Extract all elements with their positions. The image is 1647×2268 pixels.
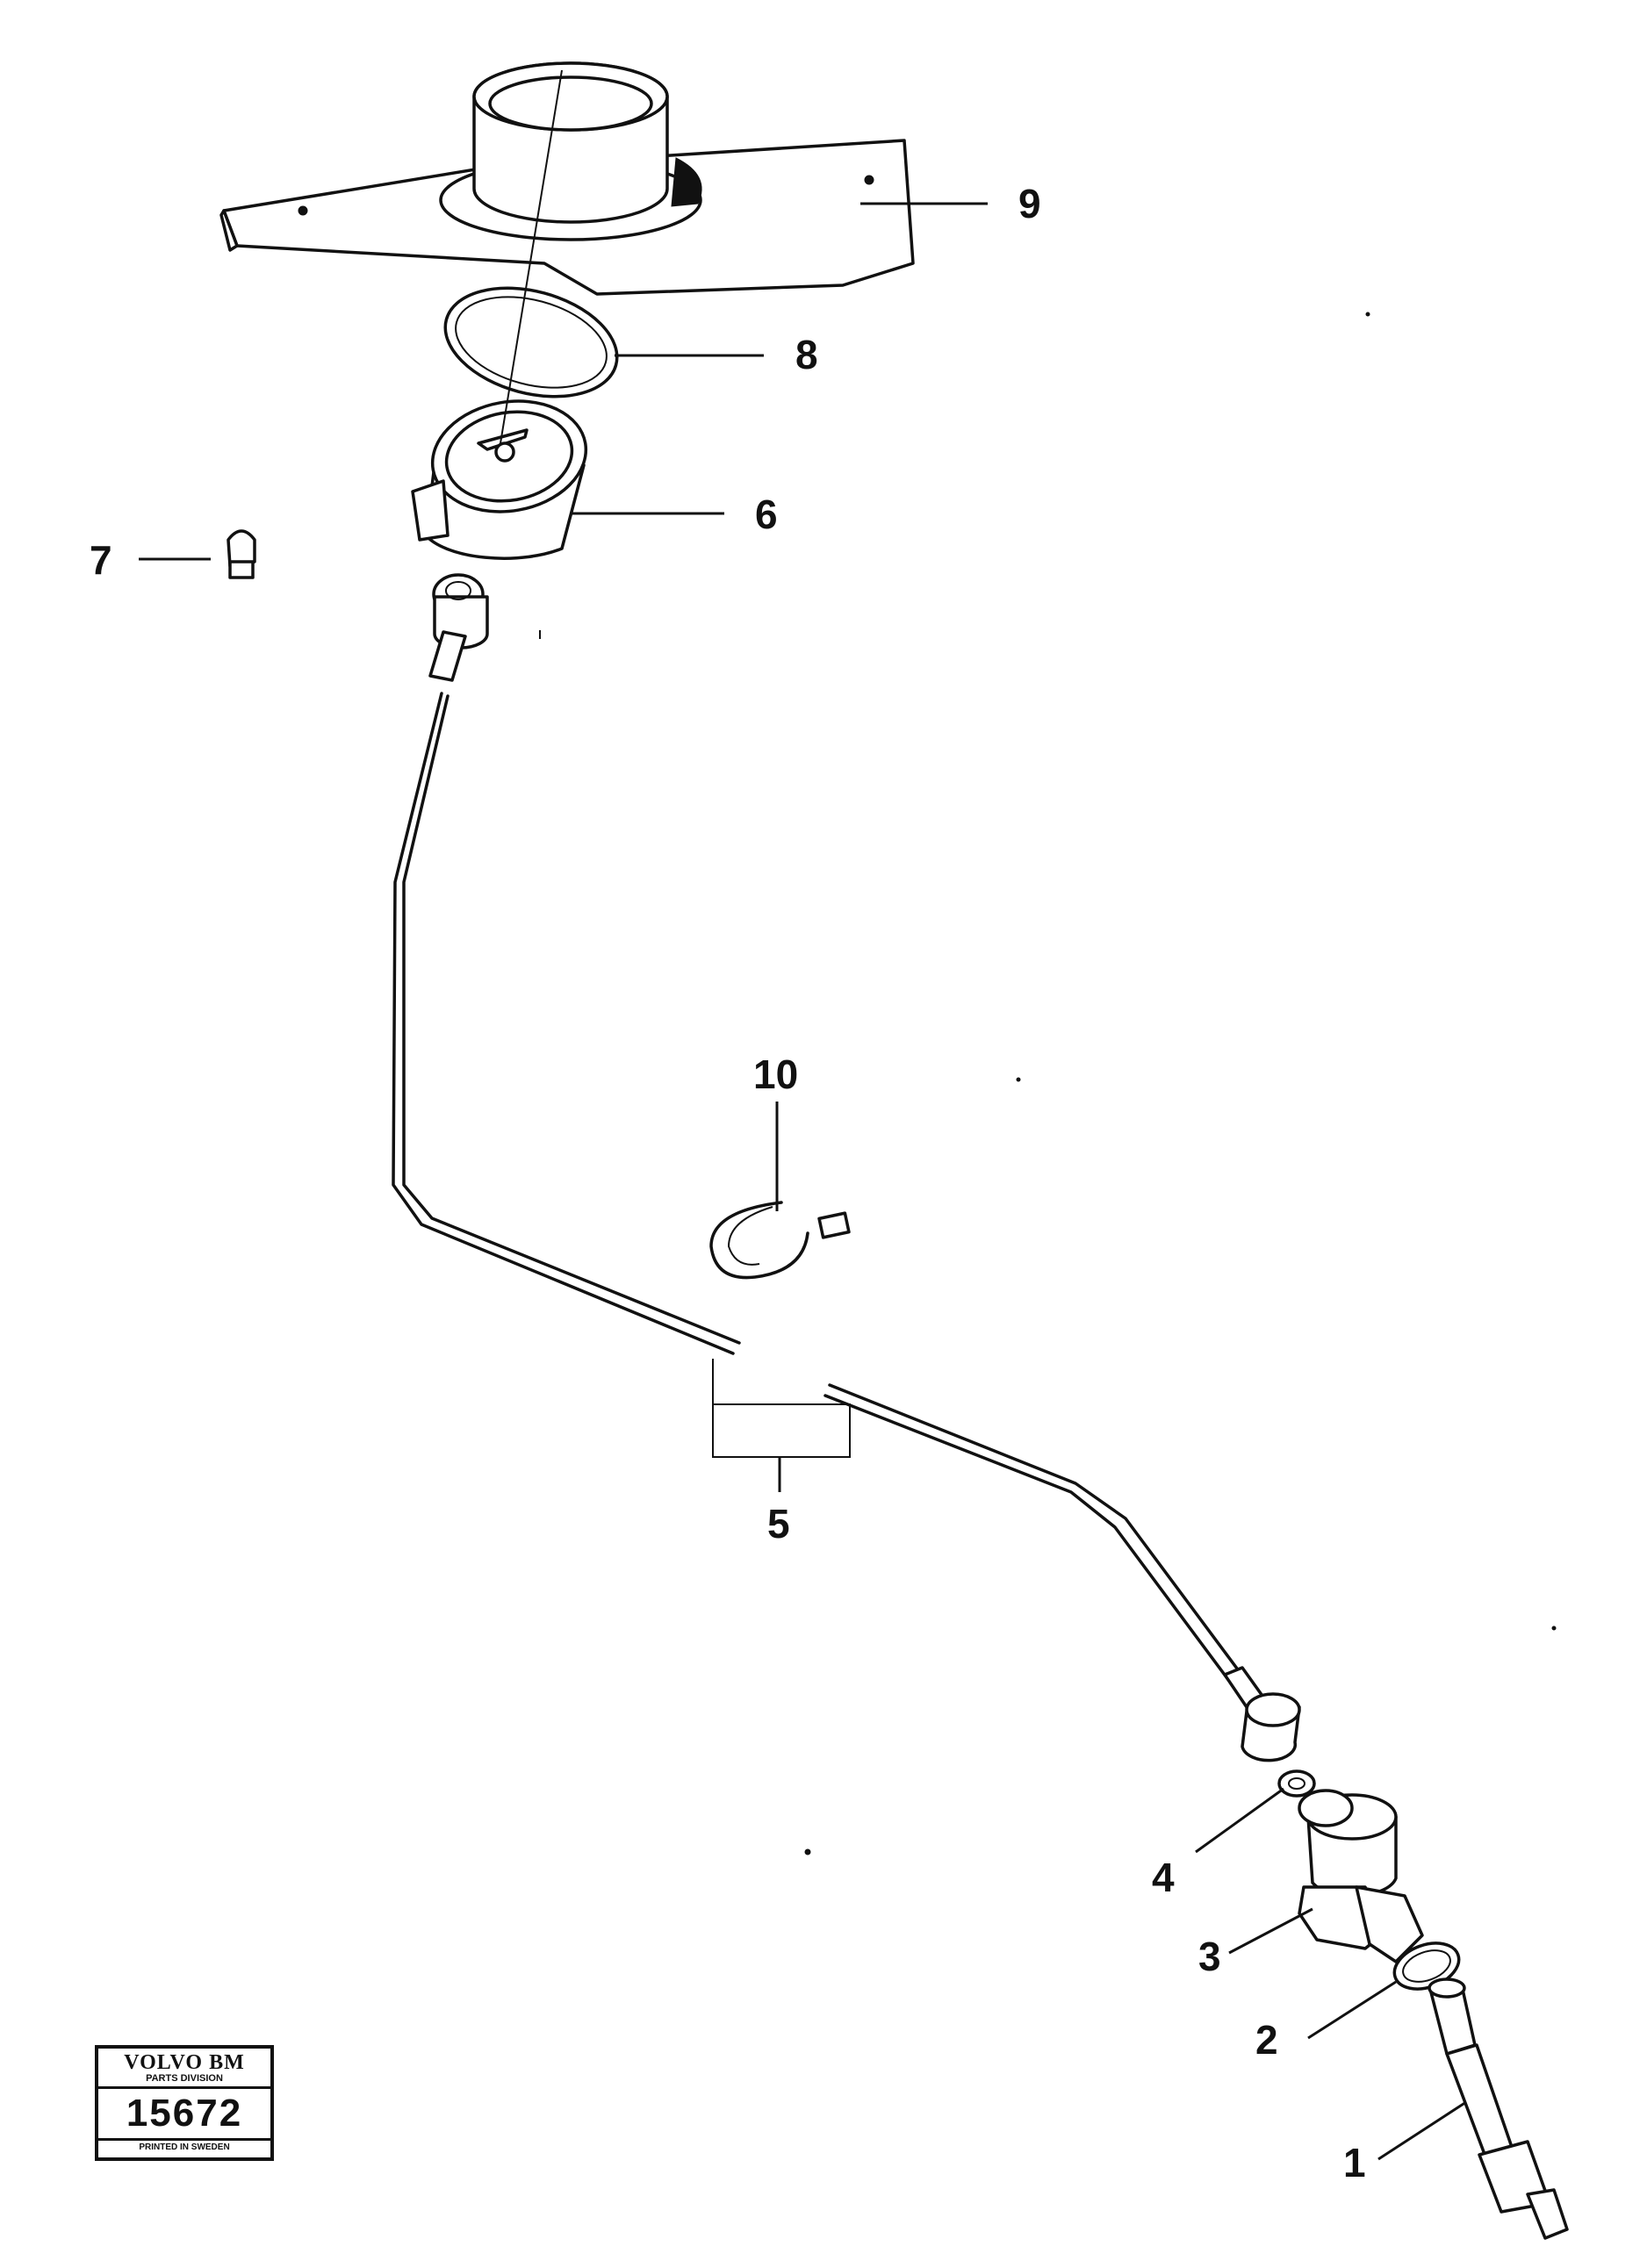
leader-3 (1228, 1907, 1313, 1955)
callout-5: 5 (767, 1501, 790, 1547)
sender-part-1 (1428, 1977, 1569, 2240)
bracket-5 (712, 1359, 851, 1458)
callout-4: 4 (1152, 1855, 1175, 1900)
callout-1: 1 (1343, 2140, 1366, 2185)
brand-label: VOLVO BM (124, 2051, 245, 2074)
adapter-part-3 (1298, 1789, 1424, 1963)
lower-nut (1223, 1666, 1301, 1762)
bracket-part-9 (219, 61, 915, 296)
cable-tie-part-10 (709, 1201, 851, 1280)
callout-8: 8 (795, 332, 818, 377)
printed-label: PRINTED IN SWEDEN (139, 2142, 230, 2152)
callout-6: 6 (755, 492, 778, 537)
gauge-part-6 (411, 69, 588, 560)
bulb-part-7 (227, 529, 256, 579)
washer-part-4 (1277, 1769, 1316, 1798)
callout-10: 10 (753, 1051, 798, 1097)
seal-ring-part-8 (443, 286, 619, 398)
callout-2: 2 (1255, 2017, 1278, 2063)
callout-7: 7 (90, 537, 112, 583)
leader-2 (1307, 1980, 1397, 2040)
leader-4 (1195, 1787, 1284, 1854)
leader-1 (1377, 2100, 1467, 2161)
callout-3: 3 (1198, 1934, 1221, 1979)
capillary-tube-part-5 (392, 573, 1241, 1683)
volvo-bm-parts-plate: VOLVO BM PARTS DIVISION 15672 PRINTED IN… (95, 2045, 274, 2161)
diagram-number: 15672 (98, 2089, 270, 2141)
division-label: PARTS DIVISION (98, 2073, 270, 2089)
callout-9: 9 (1018, 181, 1041, 226)
